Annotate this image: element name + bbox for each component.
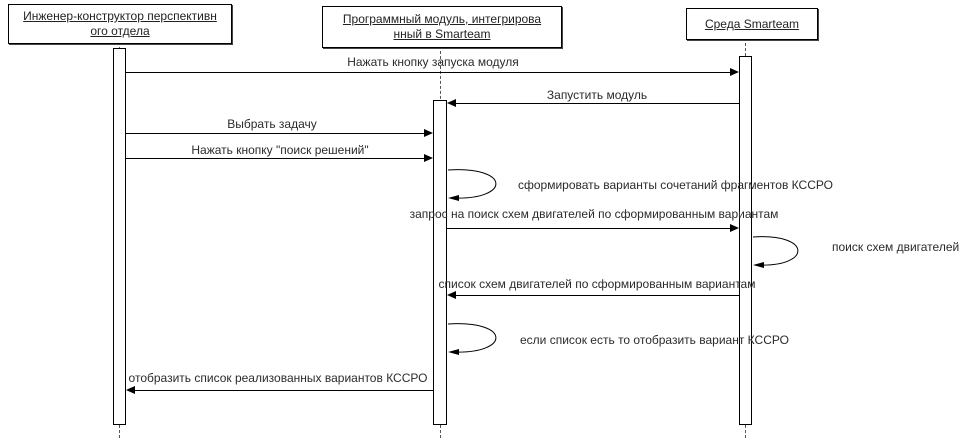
arrowhead-right: [424, 129, 433, 137]
message-label-show-variants-list: отобразить список реализованных варианто…: [128, 371, 428, 385]
message-label-form-variants: сформировать варианты сочетаний фрагмент…: [518, 178, 833, 192]
message-label-request-engine-schemes: запрос на поиск схем двигателей по сформ…: [409, 207, 779, 221]
self-message-arrow-search-engine-schemes: [752, 236, 799, 268]
actor-module-label-line2: нный в Smarteam: [393, 27, 491, 41]
arrowhead-left: [447, 291, 456, 299]
message-arrow-search-solutions: [126, 158, 424, 159]
arrowhead-left: [126, 386, 135, 394]
activation-bar-smarteam: [739, 56, 752, 425]
self-message-arrow-show-variant: [447, 323, 497, 355]
activation-bar-engineer: [113, 48, 126, 425]
message-arrow-request-engine-schemes: [447, 228, 730, 229]
message-label-launch-button: Нажать кнопку запуска модуля: [347, 55, 519, 69]
arrowhead-left: [447, 99, 456, 107]
message-arrow-show-variants-list: [135, 390, 433, 391]
self-message-arrow-form-variants: [447, 169, 497, 201]
message-arrow-launch-button: [126, 72, 730, 73]
message-arrow-schemes-list: [456, 295, 739, 296]
actor-engineer-label-line1: Инженер-конструктор перспективн: [23, 9, 217, 23]
actor-box-engineer: Инженер-конструктор перспективн ого отде…: [8, 4, 232, 44]
message-arrow-start-module: [456, 103, 739, 104]
arrowhead-right: [730, 68, 739, 76]
arrowhead-right: [730, 224, 739, 232]
activation-bar-module: [433, 100, 447, 425]
actor-box-smarteam: Среда Smarteam: [686, 8, 818, 40]
actor-engineer-label-line2: ого отдела: [90, 24, 150, 38]
actor-smarteam-label: Среда Smarteam: [704, 16, 800, 31]
actor-box-module: Программный модуль, интегрирова нный в S…: [322, 6, 562, 48]
message-label-search-engine-schemes: поиск схем двигателей: [832, 240, 960, 254]
message-arrow-choose-task: [126, 133, 424, 134]
message-label-show-variant: если список есть то отобразить вариант К…: [520, 333, 789, 347]
message-label-schemes-list: список схем двигателей по сформированным…: [438, 277, 756, 291]
arrowhead-right: [424, 154, 433, 162]
message-label-start-module: Запустить модуль: [546, 88, 648, 102]
message-label-search-solutions: Нажать кнопку "поиск решений": [191, 143, 369, 157]
actor-module-label-line1: Программный модуль, интегрирова: [342, 12, 542, 26]
message-label-choose-task: Выбрать задачу: [227, 117, 317, 131]
